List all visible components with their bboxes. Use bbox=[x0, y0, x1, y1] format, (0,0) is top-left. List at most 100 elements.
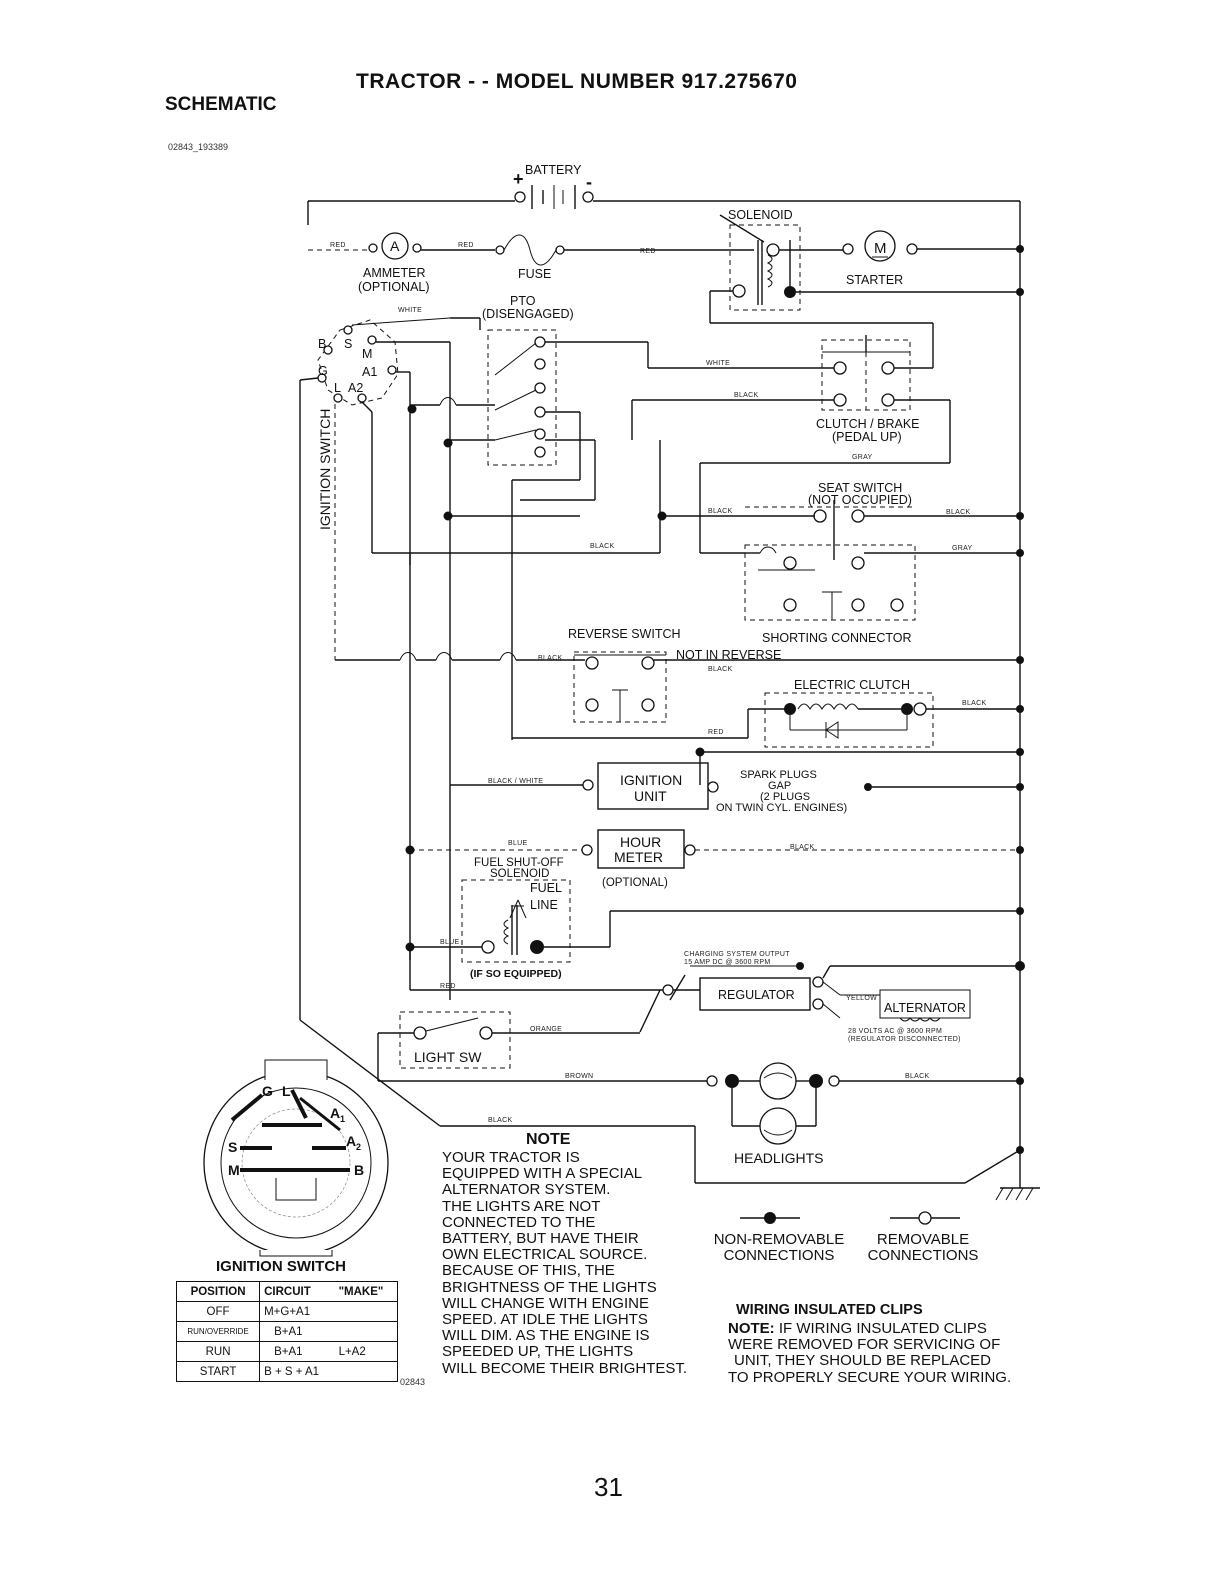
not-in-reverse-label: NOT IN REVERSE bbox=[676, 648, 781, 662]
pto-state: (DISENGAGED) bbox=[482, 307, 574, 321]
ammeter bbox=[308, 232, 495, 260]
note-body: YOUR TRACTOR IS EQUIPPED WITH A SPECIAL … bbox=[442, 1149, 688, 1377]
solenoid-label: SOLENOID bbox=[728, 208, 793, 222]
clips-line3: UNIT, THEY SHOULD BE REPLACED bbox=[734, 1352, 992, 1370]
wire-black-5: BLACK bbox=[538, 655, 562, 662]
hour-meter bbox=[410, 829, 1020, 869]
regulator-label: REGULATOR bbox=[718, 988, 795, 1002]
legend-symbols bbox=[740, 1211, 960, 1225]
ignition-switch-table: POSITION CIRCUIT "MAKE" OFF M+G+A1 RUN/O… bbox=[175, 1281, 398, 1382]
note-title: NOTE bbox=[526, 1131, 571, 1148]
wire-white-1: WHITE bbox=[398, 307, 422, 314]
wire-brown: BROWN bbox=[565, 1073, 593, 1080]
note-line: CONNECTED TO THE bbox=[442, 1213, 596, 1231]
fuse bbox=[495, 234, 754, 266]
table-cell bbox=[334, 1301, 398, 1322]
note-line: WILL BECOME THEIR BRIGHTEST. bbox=[442, 1359, 688, 1377]
wire-black-2: BLACK bbox=[708, 508, 732, 515]
clutch-brake-label: CLUTCH / BRAKE bbox=[816, 417, 920, 431]
table-cell: RUN/OVERRIDE bbox=[175, 1321, 261, 1342]
wire-white-2: WHITE bbox=[706, 360, 730, 367]
ignition-switch-schematic bbox=[299, 317, 661, 1020]
battery-plus: + bbox=[513, 169, 524, 189]
wire-red-1: RED bbox=[330, 242, 346, 249]
wire-black-white: BLACK / WHITE bbox=[488, 778, 543, 785]
wire-gray-2: GRAY bbox=[952, 545, 973, 552]
alternator-spec-2: (REGULATOR DISCONNECTED) bbox=[848, 1036, 961, 1043]
wire-yellow: YELLOW bbox=[846, 995, 877, 1002]
wire-orange: ORANGE bbox=[530, 1026, 562, 1033]
table-cell bbox=[334, 1321, 398, 1342]
ignition-switch-detail bbox=[203, 1059, 389, 1257]
electric-clutch bbox=[748, 692, 1020, 748]
ign-detail-a1: A bbox=[330, 1105, 340, 1121]
note-line: BATTERY, BUT HAVE THEIR bbox=[442, 1230, 639, 1248]
clutch-brake-state: (PEDAL UP) bbox=[832, 430, 902, 444]
pto-label: PTO bbox=[510, 294, 536, 308]
hour-meter-label-2: METER bbox=[614, 849, 663, 865]
fuel-shutoff-solenoid bbox=[409, 879, 1020, 991]
term-a2: A2 bbox=[348, 381, 363, 395]
note-line: BRIGHTNESS OF THE LIGHTS bbox=[442, 1278, 657, 1296]
legend-non-removable: NON-REMOVABLE CONNECTIONS bbox=[706, 1232, 852, 1264]
ammeter-symbol: A bbox=[390, 238, 400, 254]
charging-output-label-1: CHARGING SYSTEM OUTPUT bbox=[684, 951, 790, 958]
term-l: L bbox=[334, 381, 341, 395]
solenoid bbox=[709, 214, 1020, 368]
seat-switch bbox=[666, 500, 1020, 621]
wire-black-10: BLACK bbox=[488, 1117, 512, 1124]
ign-detail-b: B bbox=[354, 1162, 364, 1178]
table-header: "MAKE" bbox=[334, 1281, 398, 1302]
wire-black-6: BLACK bbox=[708, 666, 732, 673]
headlights bbox=[706, 1062, 1020, 1145]
starter-label: STARTER bbox=[846, 273, 903, 287]
seat-switch-label: SEAT SWITCH bbox=[818, 481, 902, 495]
diagram-code: 02843_193389 bbox=[168, 142, 229, 152]
reverse-switch bbox=[512, 651, 1020, 739]
wire-red-3: RED bbox=[640, 248, 656, 255]
pto-switch bbox=[410, 318, 836, 500]
term-b: B bbox=[318, 337, 326, 351]
note-line: ALTERNATOR SYSTEM. bbox=[442, 1181, 611, 1199]
ign-detail-a1-sub: 1 bbox=[340, 1114, 345, 1124]
legend-removable-line1: REMOVABLE bbox=[876, 1231, 970, 1248]
fuel-solenoid-label-2: SOLENOID bbox=[490, 868, 549, 880]
table-code: 02843 bbox=[400, 1377, 426, 1387]
legend-non-removable-line2: CONNECTIONS bbox=[723, 1247, 835, 1264]
alternator-spec-1: 28 VOLTS AC @ 3600 RPM bbox=[848, 1028, 942, 1035]
ammeter-label: AMMETER bbox=[363, 266, 426, 280]
note-line: BECAUSE OF THIS, THE bbox=[442, 1262, 615, 1280]
ignition-switch-title: IGNITION SWITCH bbox=[216, 1258, 346, 1275]
wire-black-9: BLACK bbox=[905, 1073, 929, 1080]
fuel-solenoid-label-1: FUEL SHUT-OFF bbox=[474, 857, 564, 869]
ign-detail-a2-sub: 2 bbox=[356, 1142, 361, 1152]
wire-black-3: BLACK bbox=[946, 509, 970, 516]
if-equipped-label: (IF SO EQUIPPED) bbox=[470, 968, 562, 980]
spark-plugs-label-2: GAP bbox=[768, 780, 791, 792]
note-line: YOUR TRACTOR IS bbox=[442, 1149, 580, 1166]
wire-gray-1: GRAY bbox=[852, 454, 873, 461]
table-cell: B+A1 bbox=[259, 1321, 335, 1342]
table-header: POSITION bbox=[175, 1281, 261, 1302]
fuel-line-label-1: FUEL bbox=[530, 881, 562, 895]
ammeter-note: (OPTIONAL) bbox=[358, 280, 430, 294]
spark-plugs-label-1: SPARK PLUGS bbox=[740, 769, 817, 781]
note-line: SPEEDED UP, THE LIGHTS bbox=[442, 1343, 634, 1361]
wire-blue-1: BLUE bbox=[508, 840, 528, 847]
battery bbox=[307, 185, 1021, 1160]
clips-body: NOTE: IF WIRING INSULATED CLIPS WERE REM… bbox=[728, 1320, 1011, 1386]
wire-black-1: BLACK bbox=[734, 392, 758, 399]
alternator bbox=[822, 981, 971, 1022]
table-cell: START bbox=[175, 1361, 261, 1382]
table-cell: OFF bbox=[175, 1301, 261, 1322]
wire-black-7: BLACK bbox=[962, 700, 986, 707]
fuse-label: FUSE bbox=[518, 267, 551, 281]
ignition-switch-vertical-label: IGNITION SWITCH bbox=[317, 409, 333, 530]
wire-red-4: RED bbox=[708, 729, 724, 736]
wire-red-5: RED bbox=[440, 983, 456, 990]
legend-non-removable-line1: NON-REMOVABLE bbox=[713, 1231, 845, 1248]
light-switch bbox=[377, 1011, 708, 1082]
ignition-unit-label-2: UNIT bbox=[634, 788, 667, 804]
table-cell: B+A1 bbox=[259, 1341, 335, 1362]
